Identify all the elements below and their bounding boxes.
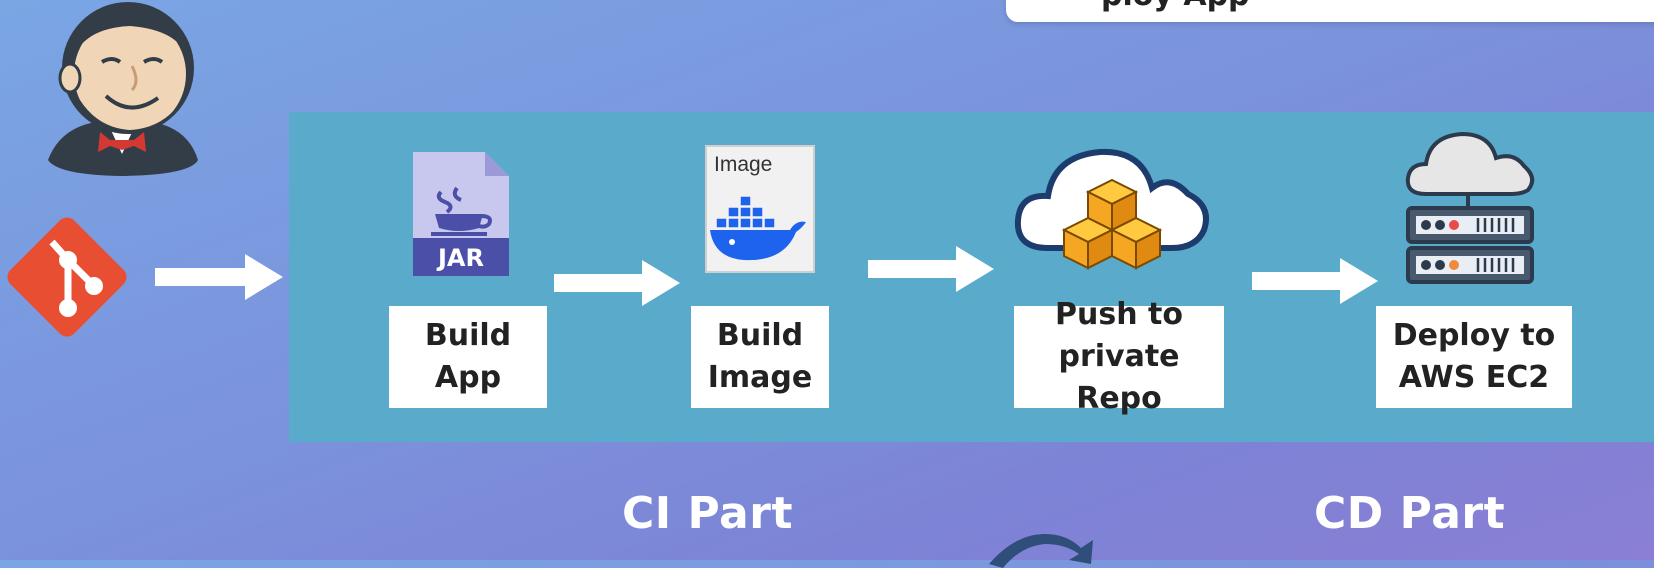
step-label-deploy-ec2: Deploy to AWS EC2 — [1376, 306, 1572, 408]
svg-text:JAR: JAR — [436, 244, 484, 272]
docker-image-icon: Image — [705, 145, 815, 273]
jar-file-icon: JAR — [413, 152, 509, 276]
cloud-server-icon — [1405, 131, 1535, 284]
cd-part-caption: CD Part — [1314, 488, 1506, 539]
svg-text:Image: Image — [714, 153, 772, 176]
jenkins-logo — [48, 2, 198, 176]
step-label-build-image: Build Image — [691, 306, 829, 408]
cloud-repository-icon — [1014, 148, 1209, 270]
cycle-arrow-icon — [989, 534, 1093, 568]
step-label-build-app: Build App — [389, 306, 547, 408]
step-label-push-to-repo: Push to private Repo — [1014, 297, 1224, 416]
ci-part-caption: CI Part — [622, 488, 793, 539]
arrow-git-to-pipeline — [155, 254, 283, 300]
top-caption-card: ploy App — [1006, 0, 1654, 22]
arrow-step-1-to-2 — [554, 260, 680, 306]
arrow-step-2-to-3 — [868, 246, 994, 292]
top-caption-text: ploy App — [1101, 0, 1250, 13]
git-logo — [7, 217, 127, 337]
arrow-step-3-to-4 — [1252, 258, 1378, 304]
